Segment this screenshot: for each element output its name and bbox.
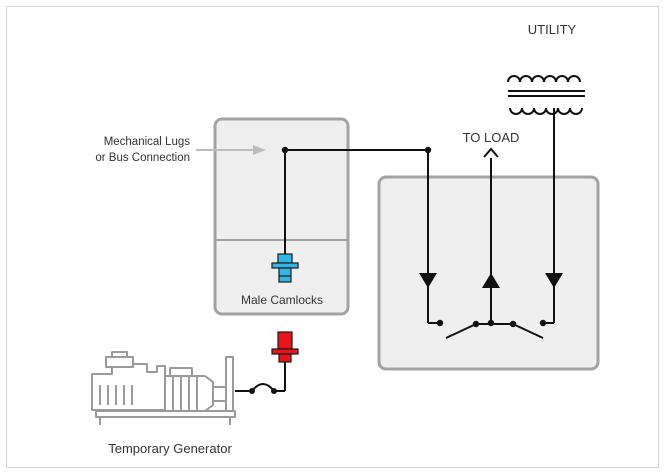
generator-label: Temporary Generator — [108, 441, 232, 456]
junction-dots — [249, 146, 547, 394]
connection-box — [213, 117, 350, 316]
center-leg-up-arrow-icon — [482, 273, 500, 288]
male-camlock-icon — [271, 253, 299, 283]
to-load-arrow-icon — [483, 147, 499, 158]
transfer-switch-box — [377, 175, 600, 371]
utility-label: UTILITY — [528, 22, 577, 37]
arrow-heads — [419, 273, 563, 288]
left-leg-down-arrow-icon — [419, 273, 437, 288]
lugs-pointer-arrow-icon — [196, 145, 266, 155]
female-camlock-icon — [271, 331, 299, 363]
right-leg-down-arrow-icon — [545, 273, 563, 288]
male-camlocks-label: Male Camlocks — [241, 293, 323, 307]
lugs-label-line1: Mechanical Lugs — [104, 136, 191, 148]
utility-transformer-icon — [507, 75, 585, 115]
wiring — [235, 108, 555, 392]
to-load-label: TO LOAD — [463, 130, 520, 145]
lugs-label-line2: or Bus Connection — [95, 152, 190, 164]
generator-icon — [91, 351, 236, 425]
